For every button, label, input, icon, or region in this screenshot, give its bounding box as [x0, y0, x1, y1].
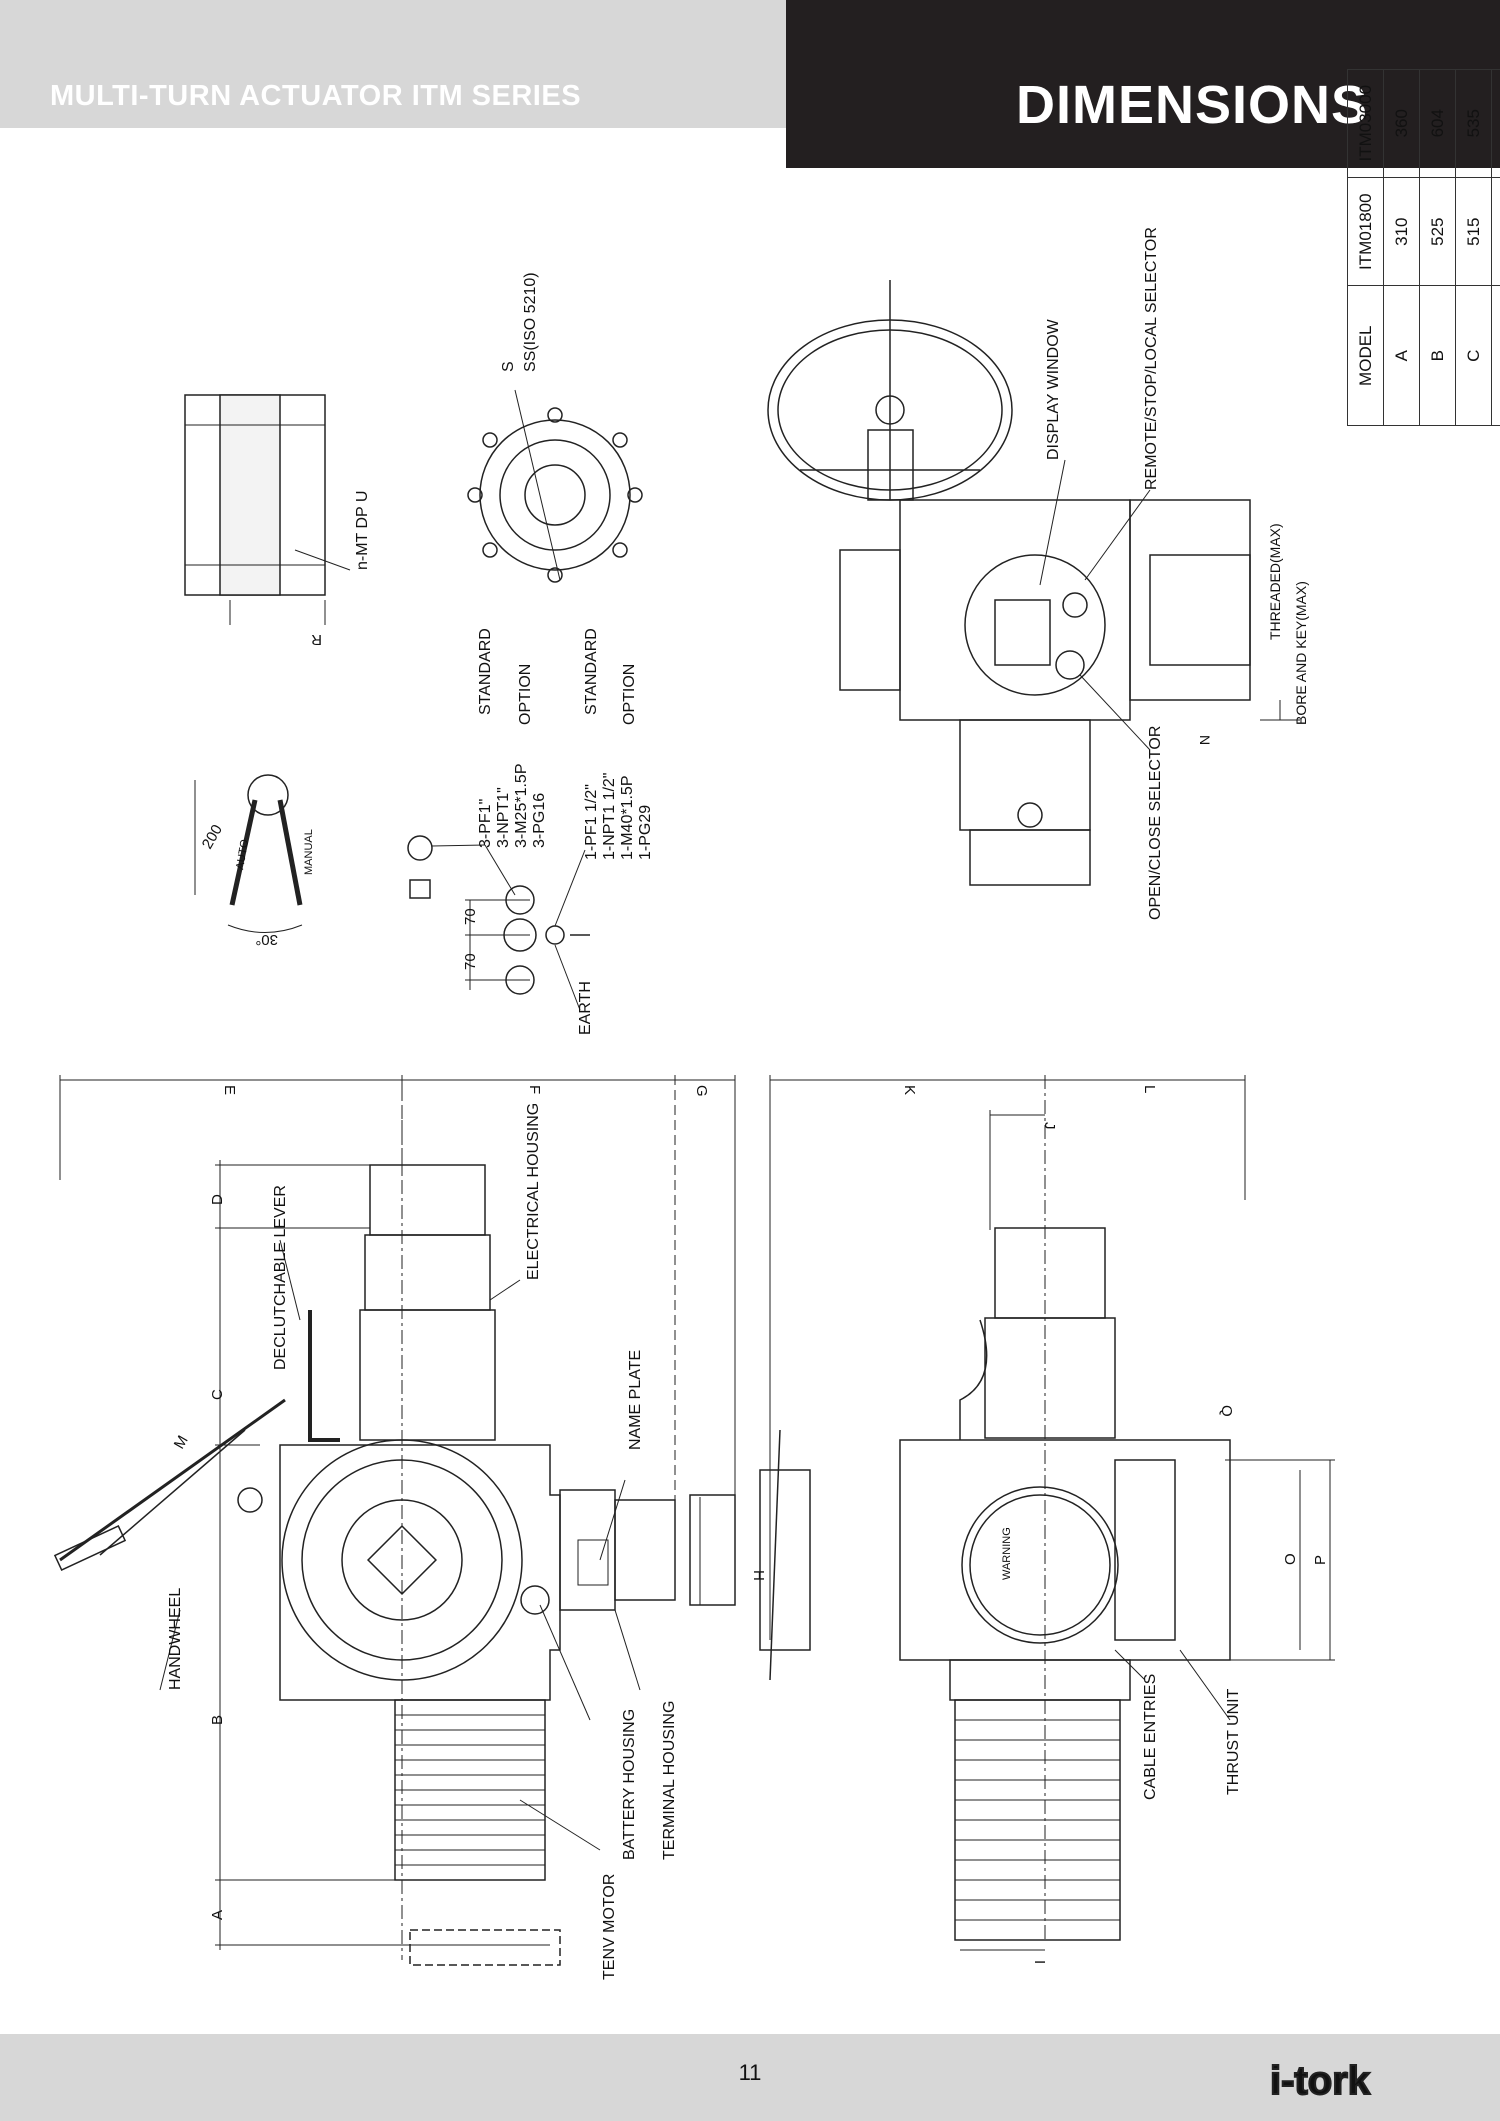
spec-value-cell: 515	[1455, 177, 1492, 286]
dim-q-label: Q	[1218, 1405, 1235, 1417]
i-tork-logo: i-tork	[1269, 2058, 1372, 2104]
dim-j-label: J	[1041, 1122, 1058, 1130]
dim-h-label: H	[750, 1570, 767, 1581]
entry-std-a-standard: STANDARD	[477, 628, 494, 715]
dim-c-label: C	[209, 1389, 226, 1400]
remote-stop-local-label: REMOTE/STOP/LOCAL SELECTOR	[1143, 227, 1160, 490]
header-series-bar: MULTI-TURN ACTUATOR ITM SERIES	[0, 0, 786, 128]
spec-header-cell: D	[1491, 285, 1500, 426]
earth-label: EARTH	[577, 981, 594, 1035]
spec-value-cell: 210	[1491, 177, 1500, 286]
handwheel-label: HANDWHEEL	[167, 1588, 184, 1690]
dim-k-label: K	[901, 1085, 918, 1095]
entries-view-drawing	[407, 835, 590, 1011]
dim-f-label: F	[526, 1085, 543, 1094]
entry-opt-a-option: OPTION	[517, 664, 534, 725]
lever-angle-label: 30°	[255, 931, 278, 948]
top-view-drawing	[767, 280, 1300, 886]
entry-opt-b-2: 1-PG29	[637, 805, 654, 860]
front-view-drawing	[759, 1075, 1335, 1951]
entry-std-a-label: 3-PF1"	[477, 799, 494, 848]
entry-opt-b-1: 1-M40*1.5P	[619, 776, 636, 861]
terminal-housing-label: TERMINAL HOUSING	[661, 1701, 678, 1860]
dim-e-label: E	[221, 1085, 238, 1095]
footer-bar: 11 i-tork	[0, 2034, 1500, 2121]
entry-70a-label: 70	[462, 908, 479, 925]
page-number: 11	[738, 2060, 762, 2085]
entry-opt-a-1: 3-M25*1.5P	[513, 764, 530, 849]
dim-p-label: P	[1312, 1555, 1329, 1565]
dim-m-label: M	[171, 1433, 192, 1452]
entry-opt-b-0: 1-NPT1 1/2"	[601, 773, 618, 861]
dim-o-label: O	[1282, 1553, 1299, 1565]
dim-l-label: L	[1141, 1085, 1158, 1093]
dim-g-label: G	[693, 1085, 710, 1097]
logo-text: i-tork	[1270, 2059, 1371, 2103]
dim-d-label: D	[209, 1194, 226, 1205]
cable-entries-label: CABLE ENTRIES	[1142, 1674, 1159, 1800]
electrical-housing-label: ELECTRICAL HOUSING	[525, 1103, 542, 1280]
lever-manual-label: MANUAL	[303, 829, 315, 875]
series-title: MULTI-TURN ACTUATOR ITM SERIES	[50, 80, 582, 112]
spec-value-cell: 535	[1455, 69, 1492, 178]
name-plate-label: NAME PLATE	[627, 1350, 644, 1450]
lever-200-label: 200	[199, 822, 226, 852]
flange-r-label: R	[311, 631, 322, 648]
spec-value-cell: ITM03000	[1347, 69, 1384, 178]
spec-header-cell: B	[1419, 285, 1456, 426]
spec-value-cell: 525	[1419, 177, 1456, 286]
flange-ss-label: SS(ISO 5210)	[522, 272, 539, 372]
spec-header-cell: C	[1455, 285, 1492, 426]
dim-b-label: B	[209, 1715, 226, 1725]
spec-value-cell: 310	[1383, 177, 1420, 286]
label-layer: E F G D C M B A H HANDWHEEL DECLUTCHABLE…	[167, 227, 1329, 1980]
warning-label: WARNING	[1001, 1527, 1013, 1580]
threaded-max-label: THREADED(MAX)	[1267, 523, 1283, 640]
display-window-label: DISPLAY WINDOW	[1045, 318, 1062, 460]
spec-header-cell: MODEL	[1347, 285, 1384, 426]
entry-std-b-label: 1-PF1 1/2"	[583, 784, 600, 860]
lever-view-drawing	[194, 774, 303, 933]
dim-a-label: A	[209, 1910, 226, 1920]
thrust-unit-label: THRUST UNIT	[1225, 1688, 1242, 1795]
tenv-motor-label: TENV MOTOR	[601, 1874, 618, 1980]
entry-opt-a-2: 3-PG16	[531, 793, 548, 848]
battery-housing-label: BATTERY HOUSING	[621, 1709, 638, 1860]
flange-s-label: S	[500, 361, 517, 372]
entry-opt-a-0: 3-NPT1"	[495, 787, 512, 848]
spec-row: D210210	[1491, 69, 1500, 426]
spec-header-cell: A	[1383, 285, 1420, 426]
section-title: DIMENSIONS	[1016, 75, 1369, 135]
side-view-drawing	[53, 1075, 736, 1966]
entry-70b-label: 70	[462, 953, 479, 970]
flange-ndp-label: n-MT DP U	[354, 491, 371, 570]
spec-value-cell: ITM01800	[1347, 177, 1384, 286]
flange-section-drawing	[184, 389, 643, 625]
dim-i-label: I	[1031, 1960, 1048, 1964]
spec-value-cell: 210	[1491, 69, 1500, 178]
bore-key-max-label: BORE AND KEY(MAX)	[1293, 581, 1309, 725]
lever-auto-label: AUTO	[234, 838, 251, 870]
entry-std-b-standard: STANDARD	[583, 628, 600, 715]
declutch-lever-label: DECLUTCHABLE LEVER	[272, 1185, 289, 1370]
dim-n-label: N	[1197, 735, 1213, 745]
open-close-selector-label: OPEN/CLOSE SELECTOR	[1147, 726, 1164, 920]
spec-value-cell: 360	[1383, 69, 1420, 178]
entry-opt-b-option: OPTION	[621, 664, 638, 725]
dimension-drawings	[53, 280, 1335, 1966]
spec-value-cell: 604	[1419, 69, 1456, 178]
header-section-bar: DIMENSIONS	[786, 0, 1500, 168]
